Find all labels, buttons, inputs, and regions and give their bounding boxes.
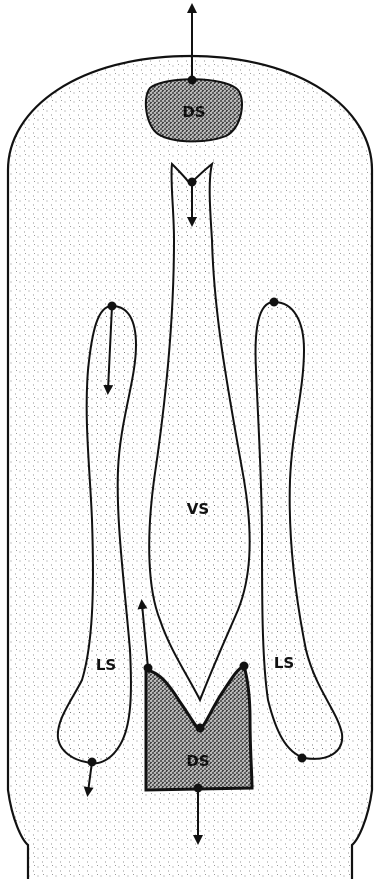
label-ds-bottom: DS — [186, 752, 209, 770]
label-ds-top: DS — [182, 103, 205, 121]
dot-vs-top — [188, 178, 197, 187]
dot-ls-left-bottom — [88, 758, 97, 767]
label-vs: VS — [187, 500, 209, 518]
dot-ds-bottom-left — [144, 664, 153, 673]
dot-ls-left-top — [108, 302, 117, 311]
dot-ds-top — [188, 76, 197, 85]
dot-ls-right-top — [270, 298, 279, 307]
label-ls-left: LS — [96, 656, 116, 674]
label-ls-right: LS — [274, 654, 294, 672]
dot-ds-bottom-base — [194, 784, 203, 793]
dot-ds-bottom-right — [240, 662, 249, 671]
dot-ls-right-bottom — [298, 754, 307, 763]
dot-vs-bottom — [196, 724, 205, 733]
